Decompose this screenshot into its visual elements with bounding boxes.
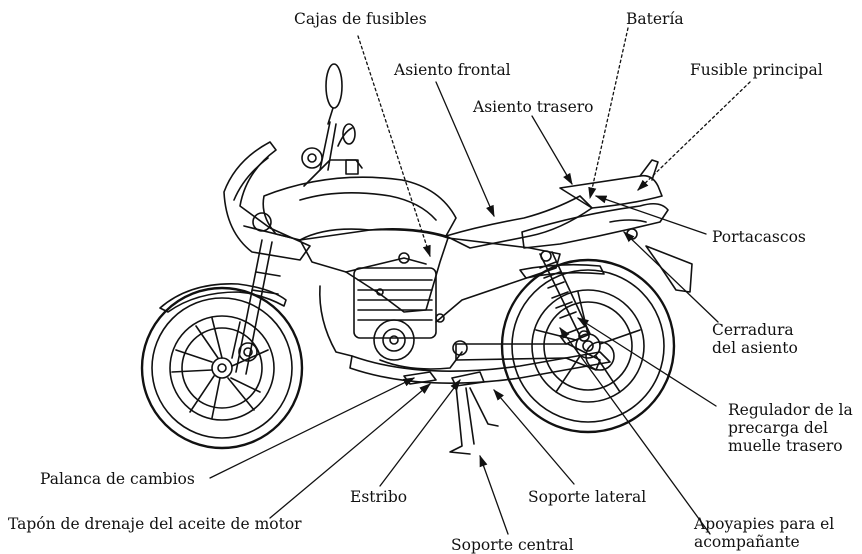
side-cowl [299,228,449,313]
leader-fusible-principal [637,81,751,191]
handlebars-mirrors [301,63,363,187]
label-tapon-de-drenaje: Tapón de drenaje del aceite de motor [8,515,302,533]
leader-estribo [379,379,461,487]
label-soporte-central: Soporte central [451,536,574,554]
exhaust [349,351,611,384]
label-apoyapies-line-2: acompañante [694,533,800,551]
leader-bateria [588,27,629,200]
label-bateria: Batería [626,10,684,28]
leader-apoyapies [559,327,711,535]
front-forks [235,239,281,375]
leader-cajas-fusibles [357,35,431,258]
label-apoyapies-acompanante: Apoyapies para el acompañante [694,515,834,551]
frame [435,237,561,323]
label-asiento-frontal: Asiento frontal [394,61,511,79]
label-portacascos: Portacascos [712,228,806,246]
label-regulador-line-3: muelle trasero [728,437,843,455]
rear-wheel [500,258,676,434]
leader-asiento-frontal [435,81,495,218]
label-soporte-lateral: Soporte lateral [528,488,647,506]
label-regulador-line-1: Regulador de la [728,401,853,419]
leader-portacascos [594,195,707,235]
motorcycle-drawing [140,63,693,455]
rear-seat [559,174,663,209]
front-fender [159,283,287,313]
center-stand [449,385,475,455]
leader-regulador [577,317,717,407]
license-bracket [645,245,693,293]
front-seat [445,195,593,249]
front-wheel [140,286,304,450]
leader-cerradura [623,231,719,323]
leader-palanca [209,377,416,479]
leader-lines [209,27,751,535]
label-palanca-de-cambios: Palanca de cambios [40,470,195,488]
engine [319,267,463,370]
label-estribo: Estribo [350,488,408,506]
label-fusible-principal: Fusible principal [690,61,823,79]
fuel-tank [262,176,457,241]
label-regulador-precarga: Regulador de la precarga del muelle tras… [728,401,853,455]
leader-soporte-central [479,454,509,535]
side-stand [469,387,499,427]
label-asiento-trasero: Asiento trasero [473,98,594,116]
label-regulador-line-2: precarga del [728,419,828,437]
leader-tapon [269,383,431,519]
label-cerradura-del-asiento: Cerradura del asiento [712,321,798,357]
tail-cowl [521,202,669,249]
leader-soporte-lateral [493,389,575,485]
label-cerradura-line-1: Cerradura [712,321,794,339]
label-cerradura-line-2: del asiento [712,339,798,357]
leader-asiento-trasero [531,115,573,186]
label-apoyapies-line-1: Apoyapies para el [694,515,835,533]
passenger-peg [559,325,591,345]
label-cajas-de-fusibles: Cajas de fusibles [294,10,427,28]
front-fairing [223,141,311,261]
